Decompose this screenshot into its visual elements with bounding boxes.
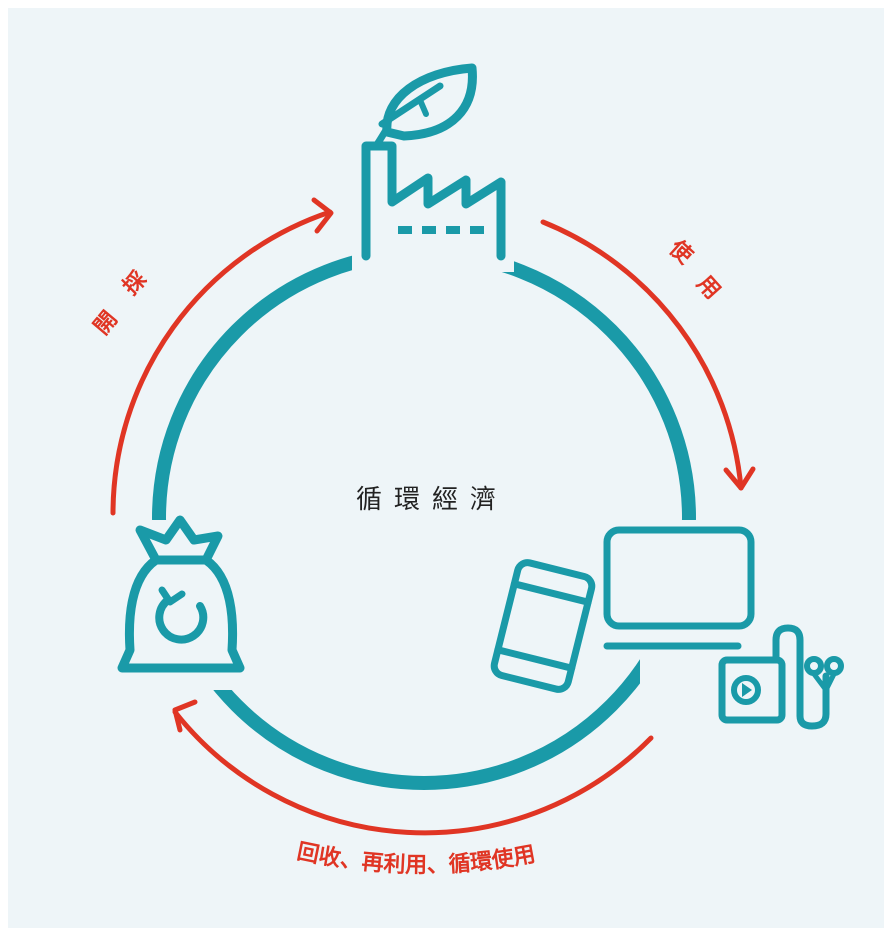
factory-window: [422, 226, 436, 234]
refresh-arrowhead: [158, 586, 186, 606]
ring-gap-devices: [640, 520, 720, 720]
bag-tuft: [135, 515, 223, 565]
factory-window: [470, 226, 484, 234]
leaf-vein: [378, 82, 444, 128]
music-player-icon: [718, 656, 786, 724]
devices-icon: [490, 526, 844, 730]
factory-window: [446, 226, 460, 234]
bag-body: [117, 555, 245, 673]
earbud-split: [811, 671, 829, 693]
factory-icon: [361, 141, 506, 261]
recycle-bag-icon: [117, 515, 245, 673]
earbud-split: [823, 671, 837, 693]
leaf-vein-branch: [417, 97, 429, 117]
earphone-cable: [772, 624, 830, 730]
arrow-arc-recycle: [172, 699, 654, 836]
monitor-icon: [603, 526, 755, 630]
refresh-arrow-icon: [155, 596, 208, 644]
arrow-arc-use: [540, 219, 756, 491]
tablet-icon: [490, 559, 596, 693]
center-label: 循環經濟: [356, 485, 508, 515]
factory-window: [398, 226, 412, 234]
factory-leaf-icon: [361, 63, 506, 261]
ring-gap-bag: [120, 520, 246, 690]
ring-gap-factory: [352, 238, 514, 272]
play-button-icon: [731, 675, 761, 705]
circular-economy-diagram: 開 採 使 用 回收、再利用、循環使用 循環經濟: [8, 8, 884, 928]
arrow-arc-mining: [110, 197, 334, 516]
play-triangle: [742, 683, 752, 697]
leaf-icon: [382, 63, 477, 141]
